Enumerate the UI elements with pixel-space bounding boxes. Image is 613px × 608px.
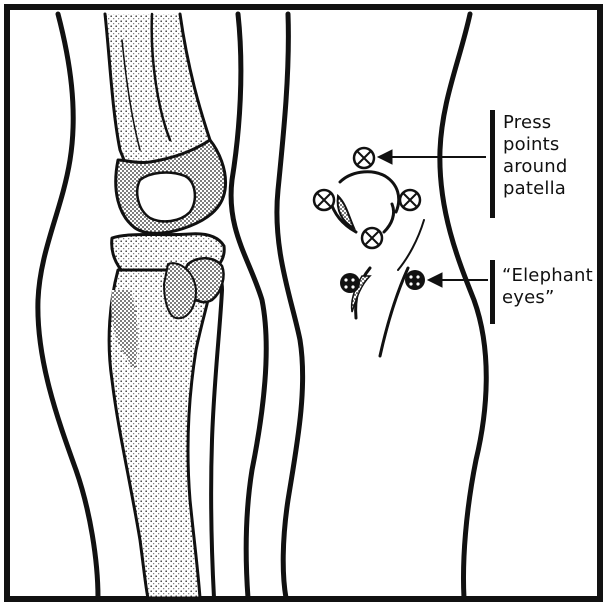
- elephant-eye-markers: [340, 270, 425, 293]
- press-points-label: Press points around patella: [503, 112, 568, 200]
- press-point-bottom-icon: [362, 228, 382, 248]
- callout-arrows: [378, 150, 488, 287]
- elephant-eye-right-icon: [405, 270, 425, 290]
- elephant-eyes-arrowhead: [428, 273, 442, 287]
- left-leg-skeleton: [38, 14, 266, 598]
- patella-bone: [137, 173, 195, 222]
- right-leg-inner-outline: [277, 14, 303, 598]
- left-leg-inner-outline: [231, 14, 266, 598]
- press-points-label-line: around: [503, 156, 568, 178]
- press-points-label-line: patella: [503, 178, 568, 200]
- elephant-eyes-label: “Elephant eyes”: [502, 265, 593, 309]
- elephant-eyes-bracket: [490, 260, 495, 324]
- press-points-bracket: [490, 110, 495, 218]
- right-leg-outline: [277, 14, 486, 598]
- press-points-label-line: Press: [503, 112, 568, 134]
- left-leg-outer-outline: [38, 14, 98, 598]
- press-point-right-icon: [400, 190, 420, 210]
- elephant-eyes-label-line: “Elephant: [502, 265, 593, 287]
- press-point-left-icon: [314, 190, 334, 210]
- press-points-arrowhead: [378, 150, 392, 164]
- elephant-eye-left-icon: [340, 273, 360, 293]
- right-leg-outer-outline: [440, 14, 486, 598]
- press-point-top-icon: [354, 148, 374, 168]
- elephant-eyes-label-line: eyes”: [502, 287, 593, 309]
- press-point-markers: [314, 148, 420, 248]
- press-points-label-line: points: [503, 134, 568, 156]
